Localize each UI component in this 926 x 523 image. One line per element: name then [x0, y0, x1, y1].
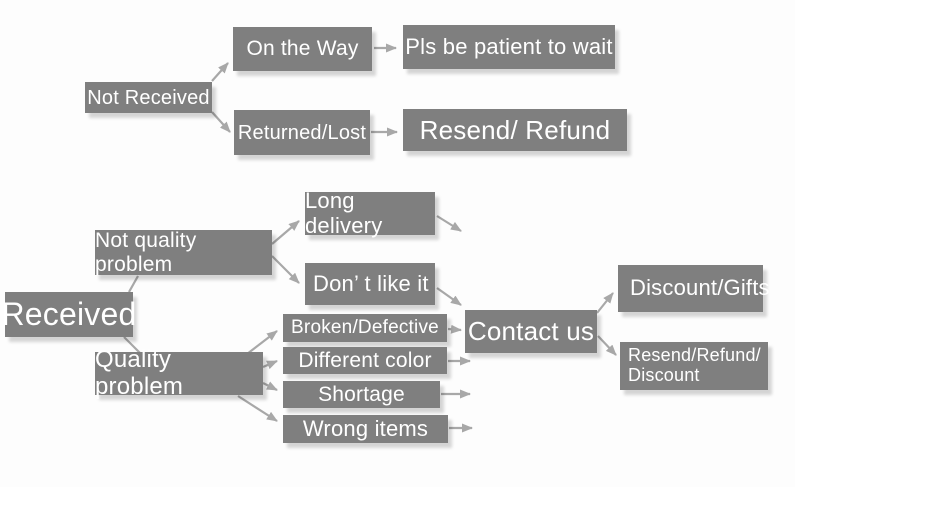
node-long-delivery: Long delivery [305, 188, 435, 238]
connector-long-delivery--out [436, 215, 462, 232]
node-returned-lost: Returned/Lost [234, 110, 370, 155]
node-label: Discount/Gifts [630, 275, 770, 301]
node-label: Received [1, 295, 137, 332]
connector-contact-us--resend-refund-discount [597, 335, 617, 356]
connector-lines [123, 43, 617, 433]
connector-dont-like-it--out [436, 287, 462, 306]
connector-quality-problem--broken-defective [246, 330, 278, 355]
node-on-the-way: On the Way [233, 27, 372, 71]
node-label: Not Received [87, 86, 210, 109]
node-wrong-items: Wrong items [283, 415, 448, 443]
node-label: Different color [298, 348, 432, 372]
node-discount-gifts: Discount/Gifts [618, 265, 770, 312]
node-broken-defective: Broken/Defective [283, 314, 447, 342]
connector-quality-problem--different-color [262, 359, 278, 370]
node-contact-us: Contact us [465, 310, 597, 353]
connector-quality-problem--wrong-items [237, 395, 278, 422]
connector-not-quality-problem--dont-like-it [271, 255, 300, 284]
node-label: Shortage [318, 382, 405, 406]
node-label: On the Way [246, 37, 359, 61]
connector-quality-problem--shortage [262, 381, 278, 391]
node-resend-refund-discount: Resend/Refund/ Discount [620, 342, 768, 390]
node-label: Contact us [467, 316, 595, 347]
node-label: Returned/Lost [237, 121, 367, 144]
connector-not-quality-problem--long-delivery [271, 220, 300, 245]
node-label: Resend/ Refund [419, 114, 611, 145]
node-label: Don’ t like it [313, 270, 429, 296]
node-resend-refund: Resend/ Refund [403, 109, 627, 151]
node-label: Not quality problem [95, 229, 197, 276]
node-quality-problem: Quality problem [95, 346, 263, 399]
node-received: Received [2, 292, 136, 337]
connector-received--not-quality-problem [128, 275, 139, 293]
node-label: Pls be patient to wait [405, 33, 613, 59]
connector-not-received--returned-lost [211, 111, 231, 133]
connector-not-received--on-the-way [211, 62, 229, 82]
node-label: Resend/Refund/ Discount [628, 345, 761, 385]
connector-received--quality-problem [123, 336, 141, 354]
node-shortage: Shortage [283, 381, 440, 408]
node-label: Wrong items [302, 415, 429, 441]
node-not-quality-problem: Not quality problem [95, 229, 272, 276]
node-not-received: Not Received [85, 82, 212, 113]
connector-broken-defective--contact-us [447, 324, 462, 334]
node-pls-be-patient-to-wait: Pls be patient to wait [403, 25, 615, 69]
node-label: Long delivery [305, 188, 383, 238]
node-label: Quality problem [95, 346, 184, 400]
node-dont-like-it: Don’ t like it [305, 263, 435, 305]
node-different-color: Different color [283, 347, 447, 374]
connector-contact-us--discount-gifts [596, 292, 614, 314]
node-label: Broken/Defective [291, 316, 439, 338]
